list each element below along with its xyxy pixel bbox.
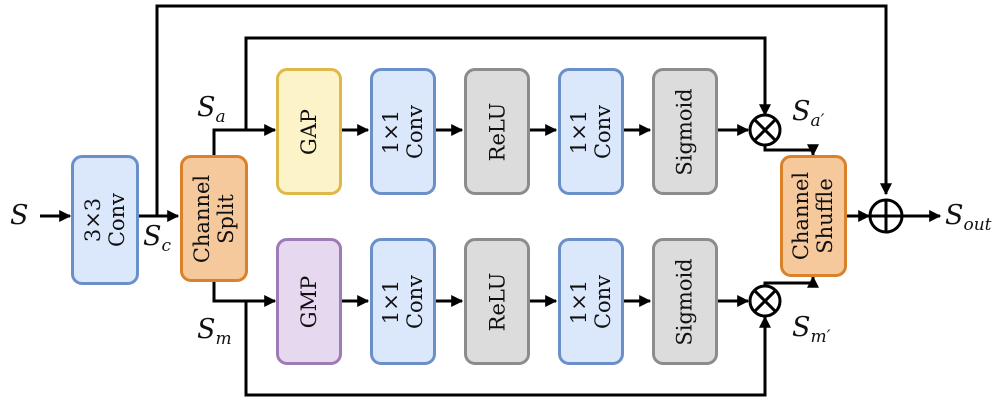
add-icon <box>868 198 904 234</box>
sa-prime-symbol: Sa′ <box>792 96 825 131</box>
bottom-relu-block: ReLU <box>464 238 530 365</box>
sa-symbol: Sa <box>197 92 226 127</box>
top-conv1-line1: 1×1 <box>378 109 403 154</box>
top-conv2-line1: 1×1 <box>566 109 591 154</box>
conv3x3-line2: Conv <box>104 192 129 248</box>
sc-symbol: Sc <box>143 221 172 256</box>
gmp-block: GMP <box>276 238 342 365</box>
top-conv2-line2: Conv <box>590 104 615 159</box>
conv3x3-line1: 3×3 <box>80 197 105 243</box>
bot-conv1-line1: 1×1 <box>378 279 403 324</box>
sm-prime-symbol: Sm′ <box>792 312 831 347</box>
gmp-label: GMP <box>296 275 321 328</box>
arrow-split-to-gap <box>212 124 277 155</box>
top-sigmoid-label: Sigmoid <box>673 87 698 176</box>
bot-conv2-line1: 1×1 <box>566 279 591 324</box>
arrow-mult-to-shuffle-bottom <box>763 275 819 288</box>
identity-path-top <box>244 36 771 130</box>
arrow-split-to-gmp <box>212 282 277 307</box>
gap-label: GAP <box>296 108 321 155</box>
shuffle-line2: Shuffle <box>813 178 838 254</box>
input-symbol: S <box>10 200 29 231</box>
bottom-sigmoid-block: Sigmoid <box>652 238 718 365</box>
sm-symbol: Sm <box>197 314 232 349</box>
identity-path-bottom <box>244 301 771 397</box>
arrow-mult-to-shuffle-top <box>763 144 819 157</box>
gap-block: GAP <box>276 68 342 195</box>
split-line1: Channel <box>190 174 214 263</box>
multiply-icon <box>748 284 782 318</box>
skip-connection-line <box>155 4 892 216</box>
top-conv1-line2: Conv <box>402 104 427 159</box>
bot-conv2-line2: Conv <box>590 274 615 329</box>
bot-relu-label: ReLU <box>484 272 509 331</box>
multiply-icon <box>748 113 782 147</box>
top-relu-block: ReLU <box>464 68 530 195</box>
output-symbol: Sout <box>945 200 992 235</box>
top-relu-label: ReLU <box>484 102 509 161</box>
split-line2: Split <box>214 193 238 244</box>
bot-conv1-line2: Conv <box>402 274 427 329</box>
bot-sigmoid-label: Sigmoid <box>673 257 698 346</box>
shuffle-line1: Channel <box>789 171 814 261</box>
top-sigmoid-block: Sigmoid <box>652 68 718 195</box>
